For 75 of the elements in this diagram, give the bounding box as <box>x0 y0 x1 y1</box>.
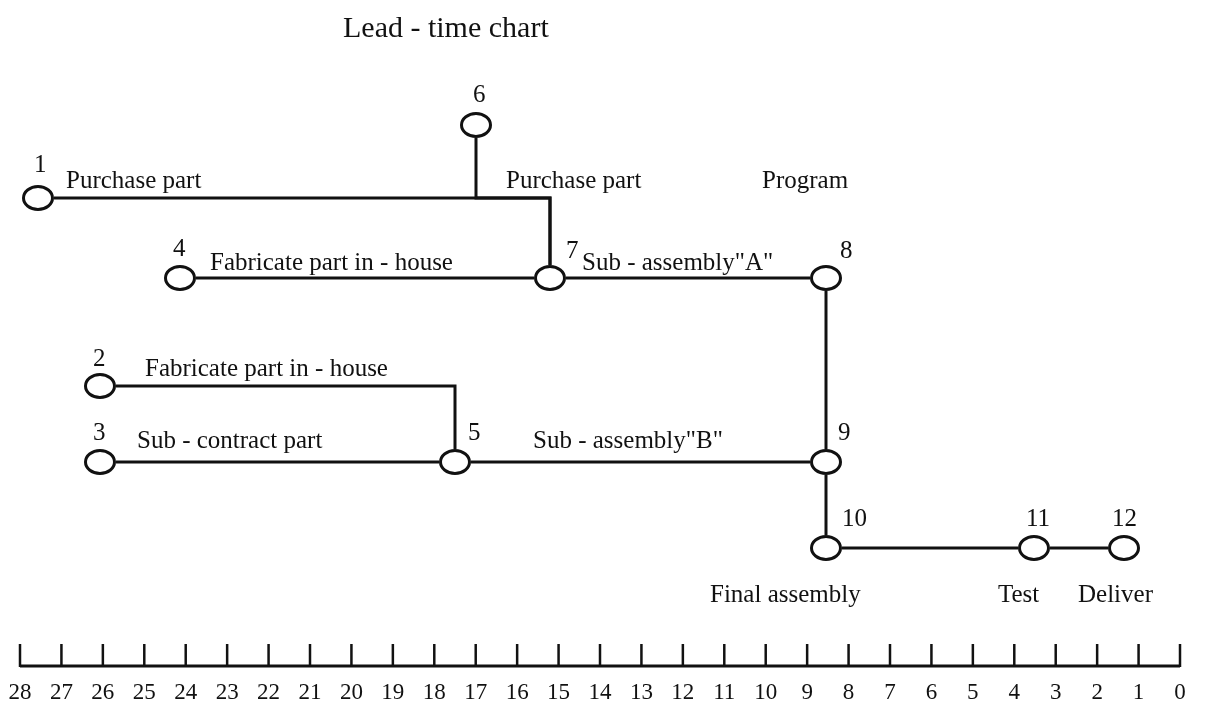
tick-label: 14 <box>588 678 612 706</box>
activity-label: Sub - assembly"B" <box>533 426 723 454</box>
connector-line <box>196 276 534 280</box>
tick-label: 24 <box>174 678 198 706</box>
circle-node <box>1018 535 1050 561</box>
tick-label: 17 <box>464 678 488 706</box>
step-number: 9 <box>838 418 851 446</box>
activity-label: Purchase part <box>66 166 202 194</box>
step-number: 8 <box>840 236 853 264</box>
circle-node <box>1108 535 1140 561</box>
circle-node <box>84 373 116 399</box>
tick-label: 21 <box>298 678 322 706</box>
circle-node <box>164 265 196 291</box>
connector-line <box>1050 546 1108 550</box>
step-number: 10 <box>842 504 867 532</box>
tick-label: 0 <box>1174 678 1186 706</box>
tick-label: 27 <box>49 678 73 706</box>
activity-label: Sub - assembly"A" <box>582 248 774 276</box>
tick-label: 1 <box>1132 678 1145 706</box>
connector-line <box>566 276 810 280</box>
tick-label: 8 <box>842 678 855 706</box>
tick-label: 22 <box>257 678 281 706</box>
tick-label: 19 <box>381 678 405 706</box>
connector-line <box>842 546 1018 550</box>
tick-label: 12 <box>671 678 695 706</box>
tick-label: 28 <box>8 678 32 706</box>
tick-label: 18 <box>422 678 446 706</box>
circle-node <box>22 185 54 211</box>
step-label: Test <box>998 580 1040 608</box>
tick-label: 5 <box>967 678 979 706</box>
tick-label: 3 <box>1049 678 1062 706</box>
connector-line <box>824 291 828 449</box>
chart-title: Lead - time chart <box>343 10 549 44</box>
tick-label: 20 <box>339 678 363 706</box>
tick-label: 15 <box>547 678 571 706</box>
tick-label: 23 <box>215 678 239 706</box>
tick-label: 26 <box>91 678 115 706</box>
tick-label: 25 <box>132 678 156 706</box>
activity-label: Fabricate part in - house <box>145 354 388 382</box>
step-number: 1 <box>34 150 47 178</box>
step-number: 12 <box>1112 504 1137 532</box>
step-number: 4 <box>173 234 186 262</box>
activity-label: Sub - contract part <box>137 426 323 454</box>
circle-node <box>84 449 116 475</box>
tick-label: 13 <box>629 678 653 706</box>
step-number: 5 <box>468 418 481 446</box>
circle-node <box>439 449 471 475</box>
step-number: 6 <box>473 80 486 108</box>
tick-label: 7 <box>884 678 896 706</box>
connector-line <box>474 138 552 265</box>
connector-line <box>824 475 828 535</box>
step-number: 3 <box>93 418 106 446</box>
tick-label: 2 <box>1091 678 1103 706</box>
circle-node <box>810 535 842 561</box>
step-label: Final assembly <box>710 580 861 608</box>
circle-node <box>810 265 842 291</box>
step-label: Program <box>762 166 849 194</box>
tick-label: 11 <box>713 678 736 706</box>
connector-line <box>116 384 457 449</box>
tick-label: 10 <box>754 678 778 706</box>
tick-label: 16 <box>505 678 529 706</box>
tick-label: 4 <box>1008 678 1021 706</box>
circle-node <box>534 265 566 291</box>
tick-label: 9 <box>801 678 813 706</box>
connector-line <box>116 460 439 464</box>
tick-label: 6 <box>925 678 938 706</box>
activity-label: Purchase part <box>506 166 642 194</box>
step-number: 7 <box>566 236 579 264</box>
step-number: 11 <box>1026 504 1051 532</box>
activity-label: Fabricate part in - house <box>210 248 453 276</box>
connector-line <box>471 460 810 464</box>
circle-node <box>460 112 492 138</box>
step-label: Deliver <box>1078 580 1153 608</box>
step-number: 2 <box>93 344 106 372</box>
circle-node <box>810 449 842 475</box>
